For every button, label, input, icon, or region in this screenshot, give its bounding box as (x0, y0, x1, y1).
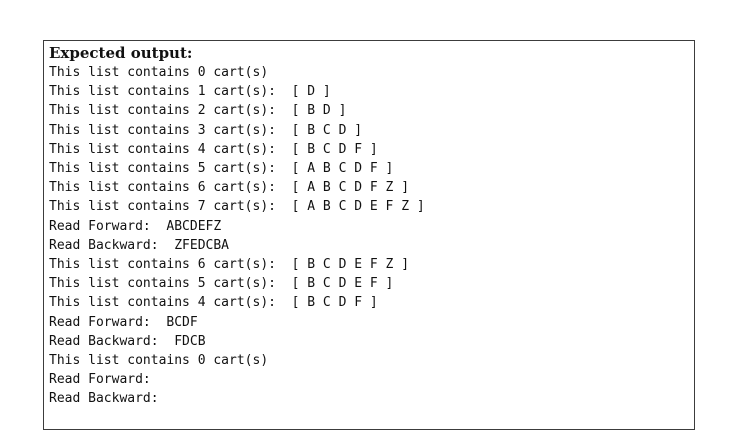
console-line: Read Forward: BCDF (49, 314, 198, 330)
console-line: This list contains 0 cart(s) (49, 353, 269, 369)
console-line: Read Backward: (49, 391, 159, 407)
console-line: This list contains 3 cart(s): [ B C D ] (49, 122, 363, 138)
console-line: This list contains 1 cart(s): [ D ] (49, 84, 331, 100)
console-line: This list contains 2 cart(s): [ B D ] (49, 103, 347, 119)
console-line: This list contains 6 cart(s): [ B C D E … (49, 257, 410, 273)
console-line: Read Forward: ABCDEFZ (49, 218, 222, 234)
console-line: Read Backward: FDCB (49, 333, 206, 349)
console-line: Read Forward: (49, 372, 151, 388)
expected-output-box: Expected output: This list contains 0 ca… (43, 40, 695, 430)
console-line: Read Backward: ZFEDCBA (49, 237, 230, 253)
console-line: This list contains 6 cart(s): [ A B C D … (49, 180, 410, 196)
console-line: This list contains 7 cart(s): [ A B C D … (49, 199, 425, 215)
console-line: This list contains 4 cart(s): [ B C D F … (49, 141, 378, 157)
console-line: This list contains 5 cart(s): [ A B C D … (49, 161, 394, 177)
expected-output-heading: Expected output: (49, 44, 193, 62)
console-line: This list contains 5 cart(s): [ B C D E … (49, 276, 394, 292)
console-line: This list contains 0 cart(s) (49, 65, 269, 80)
console-line: This list contains 4 cart(s): [ B C D F … (49, 295, 378, 311)
